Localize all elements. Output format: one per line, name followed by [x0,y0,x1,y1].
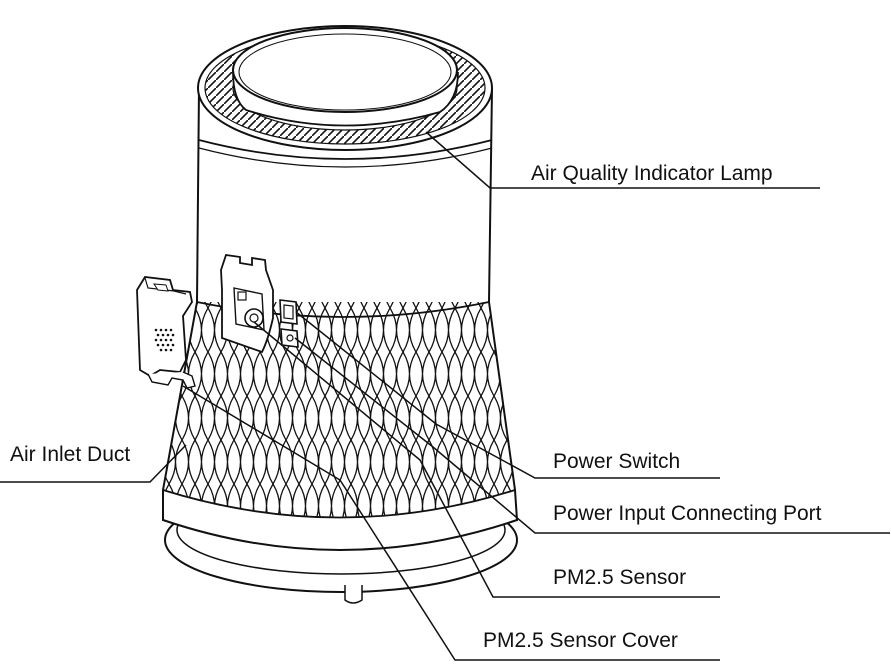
leader-pm25-cover [182,385,720,661]
label-power-input: Power Input Connecting Port [553,502,822,525]
leader-power-switch [295,311,720,479]
power-port-icon [280,328,299,348]
leader-air-quality-lamp [425,131,820,189]
label-power-switch: Power Switch [553,450,681,473]
leader-lines [0,131,890,661]
label-air-inlet-duct: Air Inlet Duct [10,443,131,466]
power-switch-icon [279,299,298,325]
air-quality-lamp-disc [232,27,459,127]
body [162,87,519,551]
label-pm25-sensor: PM2.5 Sensor [553,566,687,589]
label-pm25-sensor-cover: PM2.5 Sensor Cover [483,629,678,652]
leader-power-input [294,337,890,534]
top [197,25,493,151]
pm25-sensor-cover [136,276,196,389]
leader-air-inlet [0,444,187,483]
label-air-quality-lamp: Air Quality Indicator Lamp [531,162,773,185]
leader-pm25-sensor [253,321,720,598]
